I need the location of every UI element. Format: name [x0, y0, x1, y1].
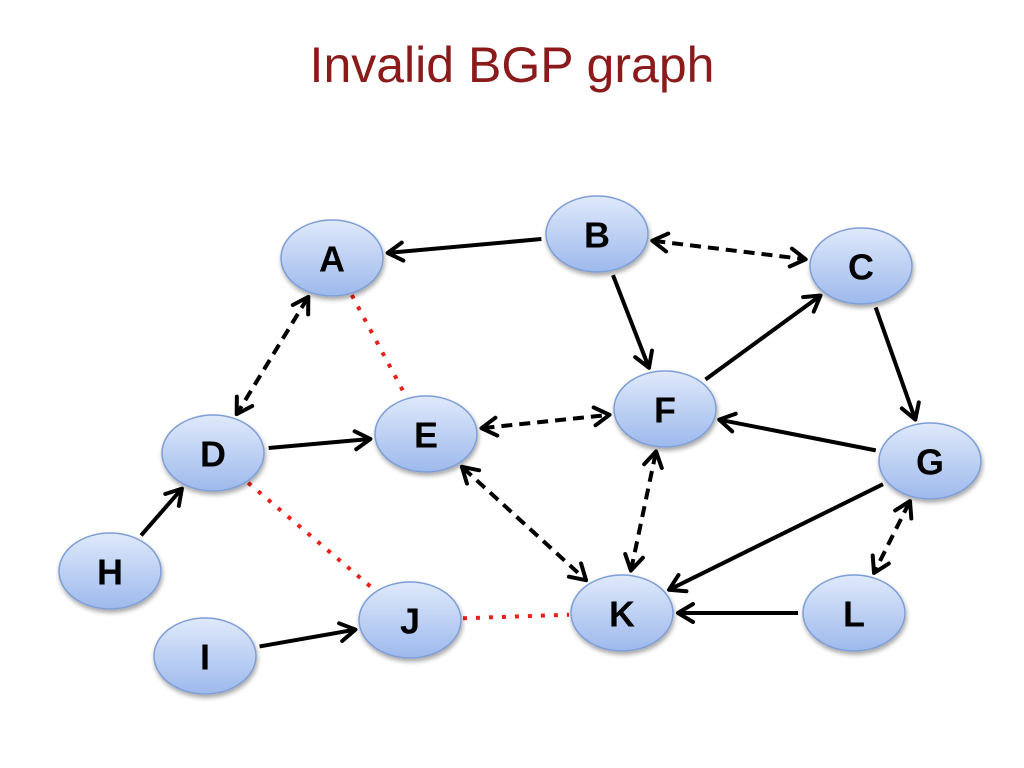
edge-c-g: [873, 306, 921, 422]
node-e-shape: [374, 395, 478, 473]
edge-d-j-line: [246, 481, 377, 592]
edge-b-c: [650, 231, 808, 269]
edge-h-d-line: [139, 488, 183, 537]
node-b: B: [545, 195, 649, 273]
node-h: H: [58, 532, 162, 610]
node-l: L: [802, 574, 906, 652]
node-i-label: I: [200, 637, 210, 678]
edge-a-d-arrowhead-start: [290, 294, 311, 317]
node-c: C: [809, 227, 913, 305]
node-g: G: [878, 422, 982, 500]
node-l-shape: [802, 574, 906, 652]
edge-g-l: [870, 499, 914, 575]
edge-b-a-line: [389, 237, 542, 255]
node-j-shape: [358, 581, 462, 659]
node-c-shape: [809, 227, 913, 305]
node-b-shape: [545, 195, 649, 273]
node-g-label: G: [916, 442, 944, 483]
edge-a-e-line: [350, 294, 408, 398]
node-a-label: A: [319, 239, 345, 280]
edge-a-d: [234, 294, 311, 417]
node-k-shape: [570, 574, 674, 652]
edge-f-c-arrowhead-end: [801, 293, 823, 314]
node-e-label: E: [414, 415, 438, 456]
edge-e-f-line: [483, 413, 608, 430]
edge-a-e: [350, 294, 408, 398]
edge-d-e: [268, 429, 373, 452]
edge-e-k: [459, 464, 589, 583]
edge-f-k-arrowhead-end: [623, 552, 645, 573]
edge-i-j-arrowhead-end: [337, 621, 358, 644]
node-a: A: [280, 219, 384, 297]
edge-j-k: [462, 612, 570, 621]
node-k-label: K: [609, 594, 635, 635]
edge-e-f-arrowhead-start: [479, 415, 500, 438]
edge-e-k-arrowhead-start: [459, 464, 482, 486]
edge-f-k: [623, 449, 664, 573]
edge-f-c: [704, 293, 823, 382]
edge-l-k-arrowhead-end: [676, 602, 695, 624]
edge-e-k-line: [462, 466, 586, 581]
edges-layer: [139, 231, 921, 649]
edge-b-a: [385, 237, 542, 263]
node-f: F: [613, 370, 717, 448]
edge-i-j: [259, 621, 358, 649]
node-d-label: D: [200, 434, 226, 475]
edge-g-k-arrowhead-end: [667, 573, 689, 594]
node-h-label: H: [97, 552, 123, 593]
edge-d-e-arrowhead-end: [352, 429, 373, 452]
node-j-label: J: [400, 601, 420, 642]
edge-e-f-arrowhead-end: [591, 405, 612, 428]
node-k: K: [570, 574, 674, 652]
edge-d-e-line: [268, 437, 369, 451]
node-i-shape: [153, 617, 257, 695]
edge-b-a-arrowhead-end: [385, 240, 406, 263]
edge-c-g-arrowhead-end: [899, 400, 921, 422]
edge-f-k-arrowhead-start: [642, 449, 664, 470]
node-c-label: C: [848, 247, 874, 288]
edge-g-f-line: [720, 418, 877, 453]
edge-c-g-line: [873, 306, 917, 419]
node-f-shape: [613, 370, 717, 448]
node-j: J: [358, 581, 462, 659]
edge-b-c-arrowhead-start: [650, 231, 671, 254]
edge-b-f: [611, 274, 654, 370]
slide-title: Invalid BGP graph: [309, 37, 715, 93]
edge-g-l-line: [873, 501, 911, 573]
node-g-shape: [878, 422, 982, 500]
node-d-shape: [161, 414, 265, 492]
node-e: E: [374, 395, 478, 473]
edge-i-j-line: [259, 627, 354, 649]
node-h-shape: [58, 532, 162, 610]
edge-g-k-line: [669, 482, 884, 591]
nodes-layer: A B C D E F G H I J K L: [58, 195, 982, 695]
edge-j-k-line: [462, 612, 570, 621]
edge-b-f-arrowhead-end: [633, 348, 654, 370]
edge-g-k: [667, 482, 884, 594]
edge-a-d-line: [236, 297, 309, 414]
edge-f-k-line: [629, 452, 658, 570]
edge-b-c-line: [654, 238, 804, 262]
edge-g-l-arrowhead-start: [893, 499, 914, 521]
node-i: I: [153, 617, 257, 695]
edge-g-l-arrowhead-end: [870, 553, 891, 575]
node-d: D: [161, 414, 265, 492]
edge-h-d: [139, 486, 184, 537]
edge-a-d-arrowhead-end: [234, 394, 255, 417]
node-b-label: B: [584, 215, 610, 256]
edge-b-c-arrowhead-end: [787, 246, 808, 269]
edge-e-k-arrowhead-end: [566, 561, 589, 583]
edge-b-f-line: [611, 274, 651, 367]
edge-d-j: [246, 481, 377, 592]
edge-h-d-arrowhead-end: [163, 486, 184, 508]
edge-e-f: [479, 405, 612, 438]
node-l-label: L: [843, 594, 865, 635]
edge-g-f-arrowhead-end: [717, 411, 738, 434]
edge-g-f: [717, 411, 877, 453]
node-f-label: F: [654, 390, 676, 431]
edge-f-c-line: [704, 295, 821, 382]
node-a-shape: [280, 219, 384, 297]
edge-l-k: [676, 602, 798, 624]
